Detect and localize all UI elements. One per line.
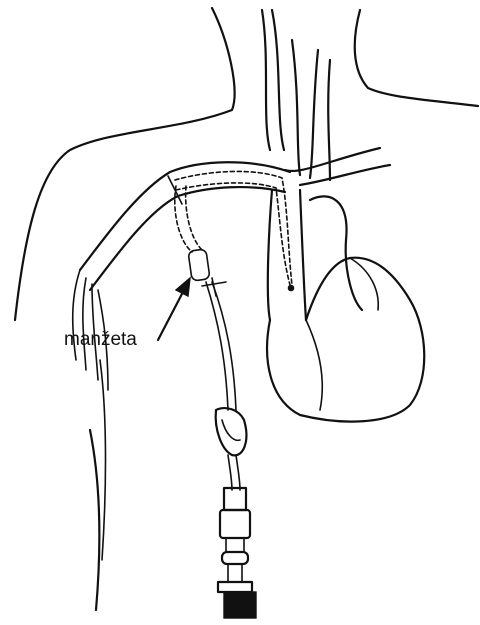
- arm-inner-line: [100, 360, 106, 560]
- vena-cava-left-wall: [268, 190, 272, 320]
- catheter-line-left: [206, 282, 228, 410]
- cuff-label: manžeta: [64, 329, 137, 350]
- catheter-hub: [220, 510, 250, 538]
- catheter-tunnel-right: [186, 186, 202, 250]
- catheter-cuff: [168, 176, 226, 296]
- catheter-hub-upper: [224, 488, 246, 510]
- catheter-ring: [222, 552, 248, 564]
- arrow-head: [176, 278, 190, 296]
- arrow-shaft: [158, 290, 184, 340]
- catheter-cap: [224, 592, 256, 618]
- vena-cava-right-wall: [300, 190, 306, 320]
- neck-veins: [262, 10, 330, 180]
- catheter-cap-top: [218, 582, 252, 592]
- catheter-external: [206, 282, 256, 618]
- catheter-line-lower-right: [236, 455, 240, 490]
- heart: [267, 258, 424, 422]
- catheter-intravascular: [175, 171, 294, 290]
- catheter-tip: [288, 285, 293, 290]
- right-neck-shoulder-line: [355, 10, 478, 106]
- catheter-connector: [226, 538, 244, 552]
- carotid-left: [292, 40, 300, 175]
- catheter-clamp: [216, 408, 247, 455]
- jugular-vein-left: [262, 10, 270, 150]
- catheter-dashed-upper: [175, 171, 292, 285]
- heart-septum: [306, 320, 322, 410]
- clamp-inner: [222, 420, 240, 440]
- cuff-arrow: [158, 278, 190, 340]
- catheter-line-right: [212, 282, 236, 410]
- subclavian-lower-wall: [90, 187, 285, 290]
- carotid-right: [310, 50, 318, 178]
- catheter-neck: [228, 564, 242, 582]
- catheter-line-lower-left: [228, 455, 232, 490]
- jugular-vein-right: [272, 10, 284, 150]
- heart-outline: [267, 258, 424, 422]
- body-outline: [15, 8, 478, 610]
- arm-vein-2: [83, 278, 86, 370]
- arm-outline: [90, 430, 99, 610]
- heart-atrium: [350, 258, 378, 310]
- cuff-shape: [188, 249, 210, 281]
- subclavian-upper-wall: [80, 162, 290, 270]
- subclavian-vein: [73, 162, 290, 390]
